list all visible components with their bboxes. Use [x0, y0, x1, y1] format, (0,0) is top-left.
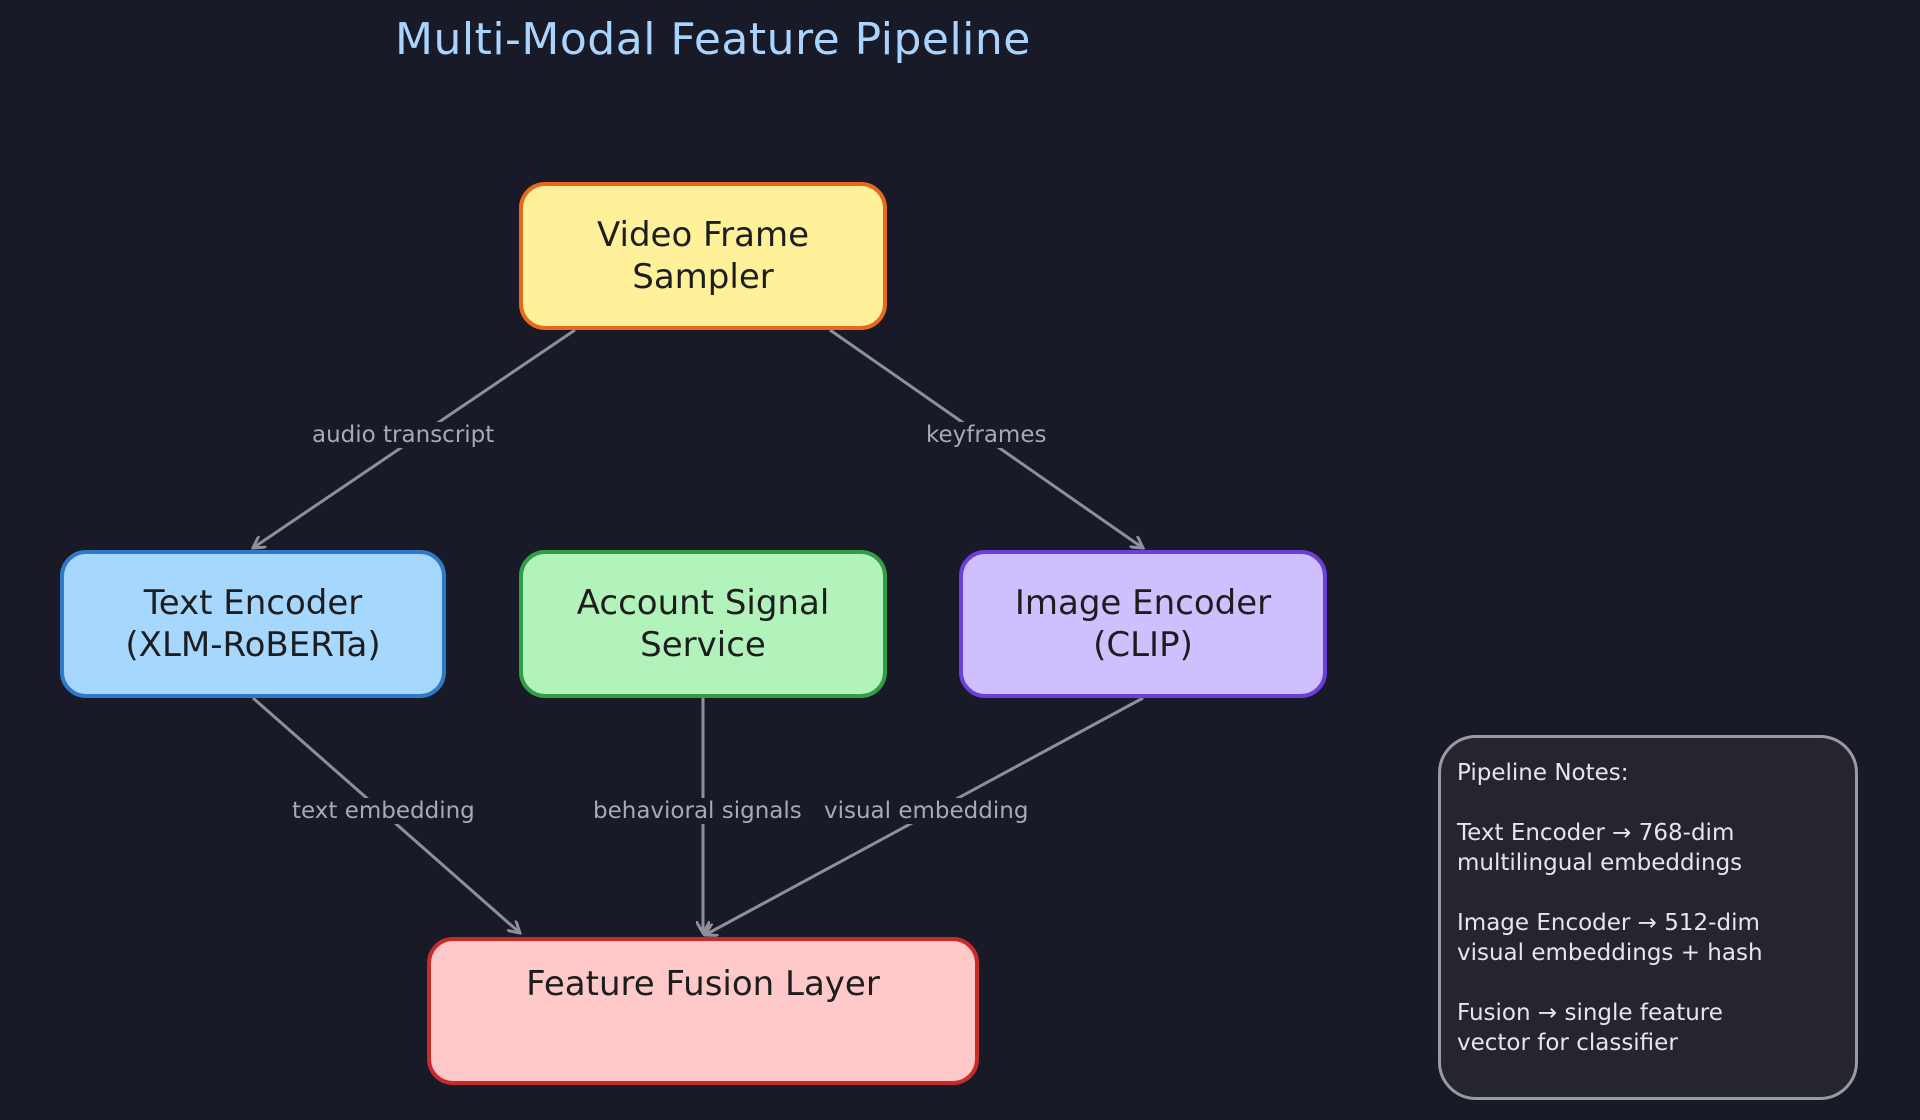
edge-label-text-embedding: text embedding	[290, 798, 477, 824]
notes-heading: Pipeline Notes:	[1457, 760, 1629, 786]
page-title: Multi-Modal Feature Pipeline	[395, 14, 1031, 65]
node-account-signal-service[interactable]: Account Signal Service	[519, 550, 887, 698]
node-text-encoder[interactable]: Text Encoder (XLM-RoBERTa)	[60, 550, 446, 698]
edge-label-visual-embedding: visual embedding	[822, 798, 1031, 824]
notes-line: vector for classifier	[1457, 1030, 1678, 1056]
node-feature-fusion-layer[interactable]: Feature Fusion Layer	[427, 937, 979, 1085]
notes-line: Text Encoder → 768-dim	[1457, 820, 1735, 846]
notes-line: visual embeddings + hash	[1457, 940, 1763, 966]
edge-label-audio-transcript: audio transcript	[310, 422, 497, 448]
notes-line: Image Encoder → 512-dim	[1457, 910, 1760, 936]
node-video-frame-sampler[interactable]: Video Frame Sampler	[519, 182, 887, 330]
pipeline-notes-card: Pipeline Notes: Text Encoder → 768-dim m…	[1438, 735, 1858, 1100]
edge-label-behavioral-signals: behavioral signals	[591, 798, 804, 824]
notes-line: Fusion → single feature	[1457, 1000, 1723, 1026]
edge-label-keyframes: keyframes	[924, 422, 1049, 448]
node-image-encoder[interactable]: Image Encoder (CLIP)	[959, 550, 1327, 698]
notes-line: multilingual embeddings	[1457, 850, 1743, 876]
